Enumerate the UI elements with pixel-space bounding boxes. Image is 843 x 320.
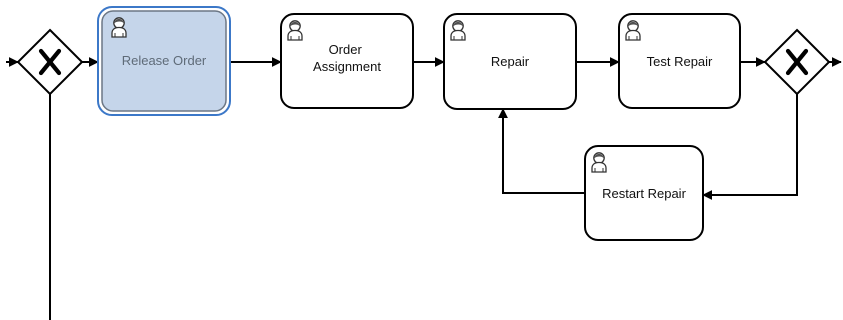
- flow-gateway-right-to-restart-repair[interactable]: [702, 94, 798, 200]
- task-label: Repair: [491, 54, 530, 69]
- task-label-line: Release Order: [122, 53, 207, 68]
- user-icon: [626, 21, 640, 40]
- task-label-line: Test Repair: [647, 54, 713, 69]
- user-icon: [451, 21, 465, 40]
- task-label: Test Repair: [647, 54, 713, 69]
- task-label-line: Restart Repair: [602, 186, 686, 201]
- exclusive-gateway-right[interactable]: [763, 28, 831, 96]
- task-release-order[interactable]: Release Order: [97, 6, 231, 116]
- user-icon: [112, 18, 126, 37]
- task-label-line: Order: [329, 42, 363, 57]
- user-icon: [288, 21, 302, 40]
- task-label: Release Order: [122, 53, 207, 68]
- task-label-line: Repair: [491, 54, 530, 69]
- task-order-assignment[interactable]: Order Assignment: [280, 13, 414, 109]
- task-label: Order Assignment: [313, 42, 381, 74]
- user-icon: [592, 153, 606, 172]
- task-test-repair[interactable]: Test Repair: [618, 13, 741, 109]
- task-label-line: Assignment: [313, 59, 381, 74]
- task-restart-repair[interactable]: Restart Repair: [584, 145, 704, 241]
- task-repair[interactable]: Repair: [443, 13, 577, 110]
- sequence-flows: [6, 57, 842, 320]
- gateway-x-icon: [38, 48, 62, 76]
- exclusive-gateway-left[interactable]: [16, 28, 84, 96]
- flow-restart-repair-to-repair[interactable]: [498, 108, 585, 194]
- task-label: Restart Repair: [602, 186, 686, 201]
- gateway-x-icon: [785, 48, 809, 76]
